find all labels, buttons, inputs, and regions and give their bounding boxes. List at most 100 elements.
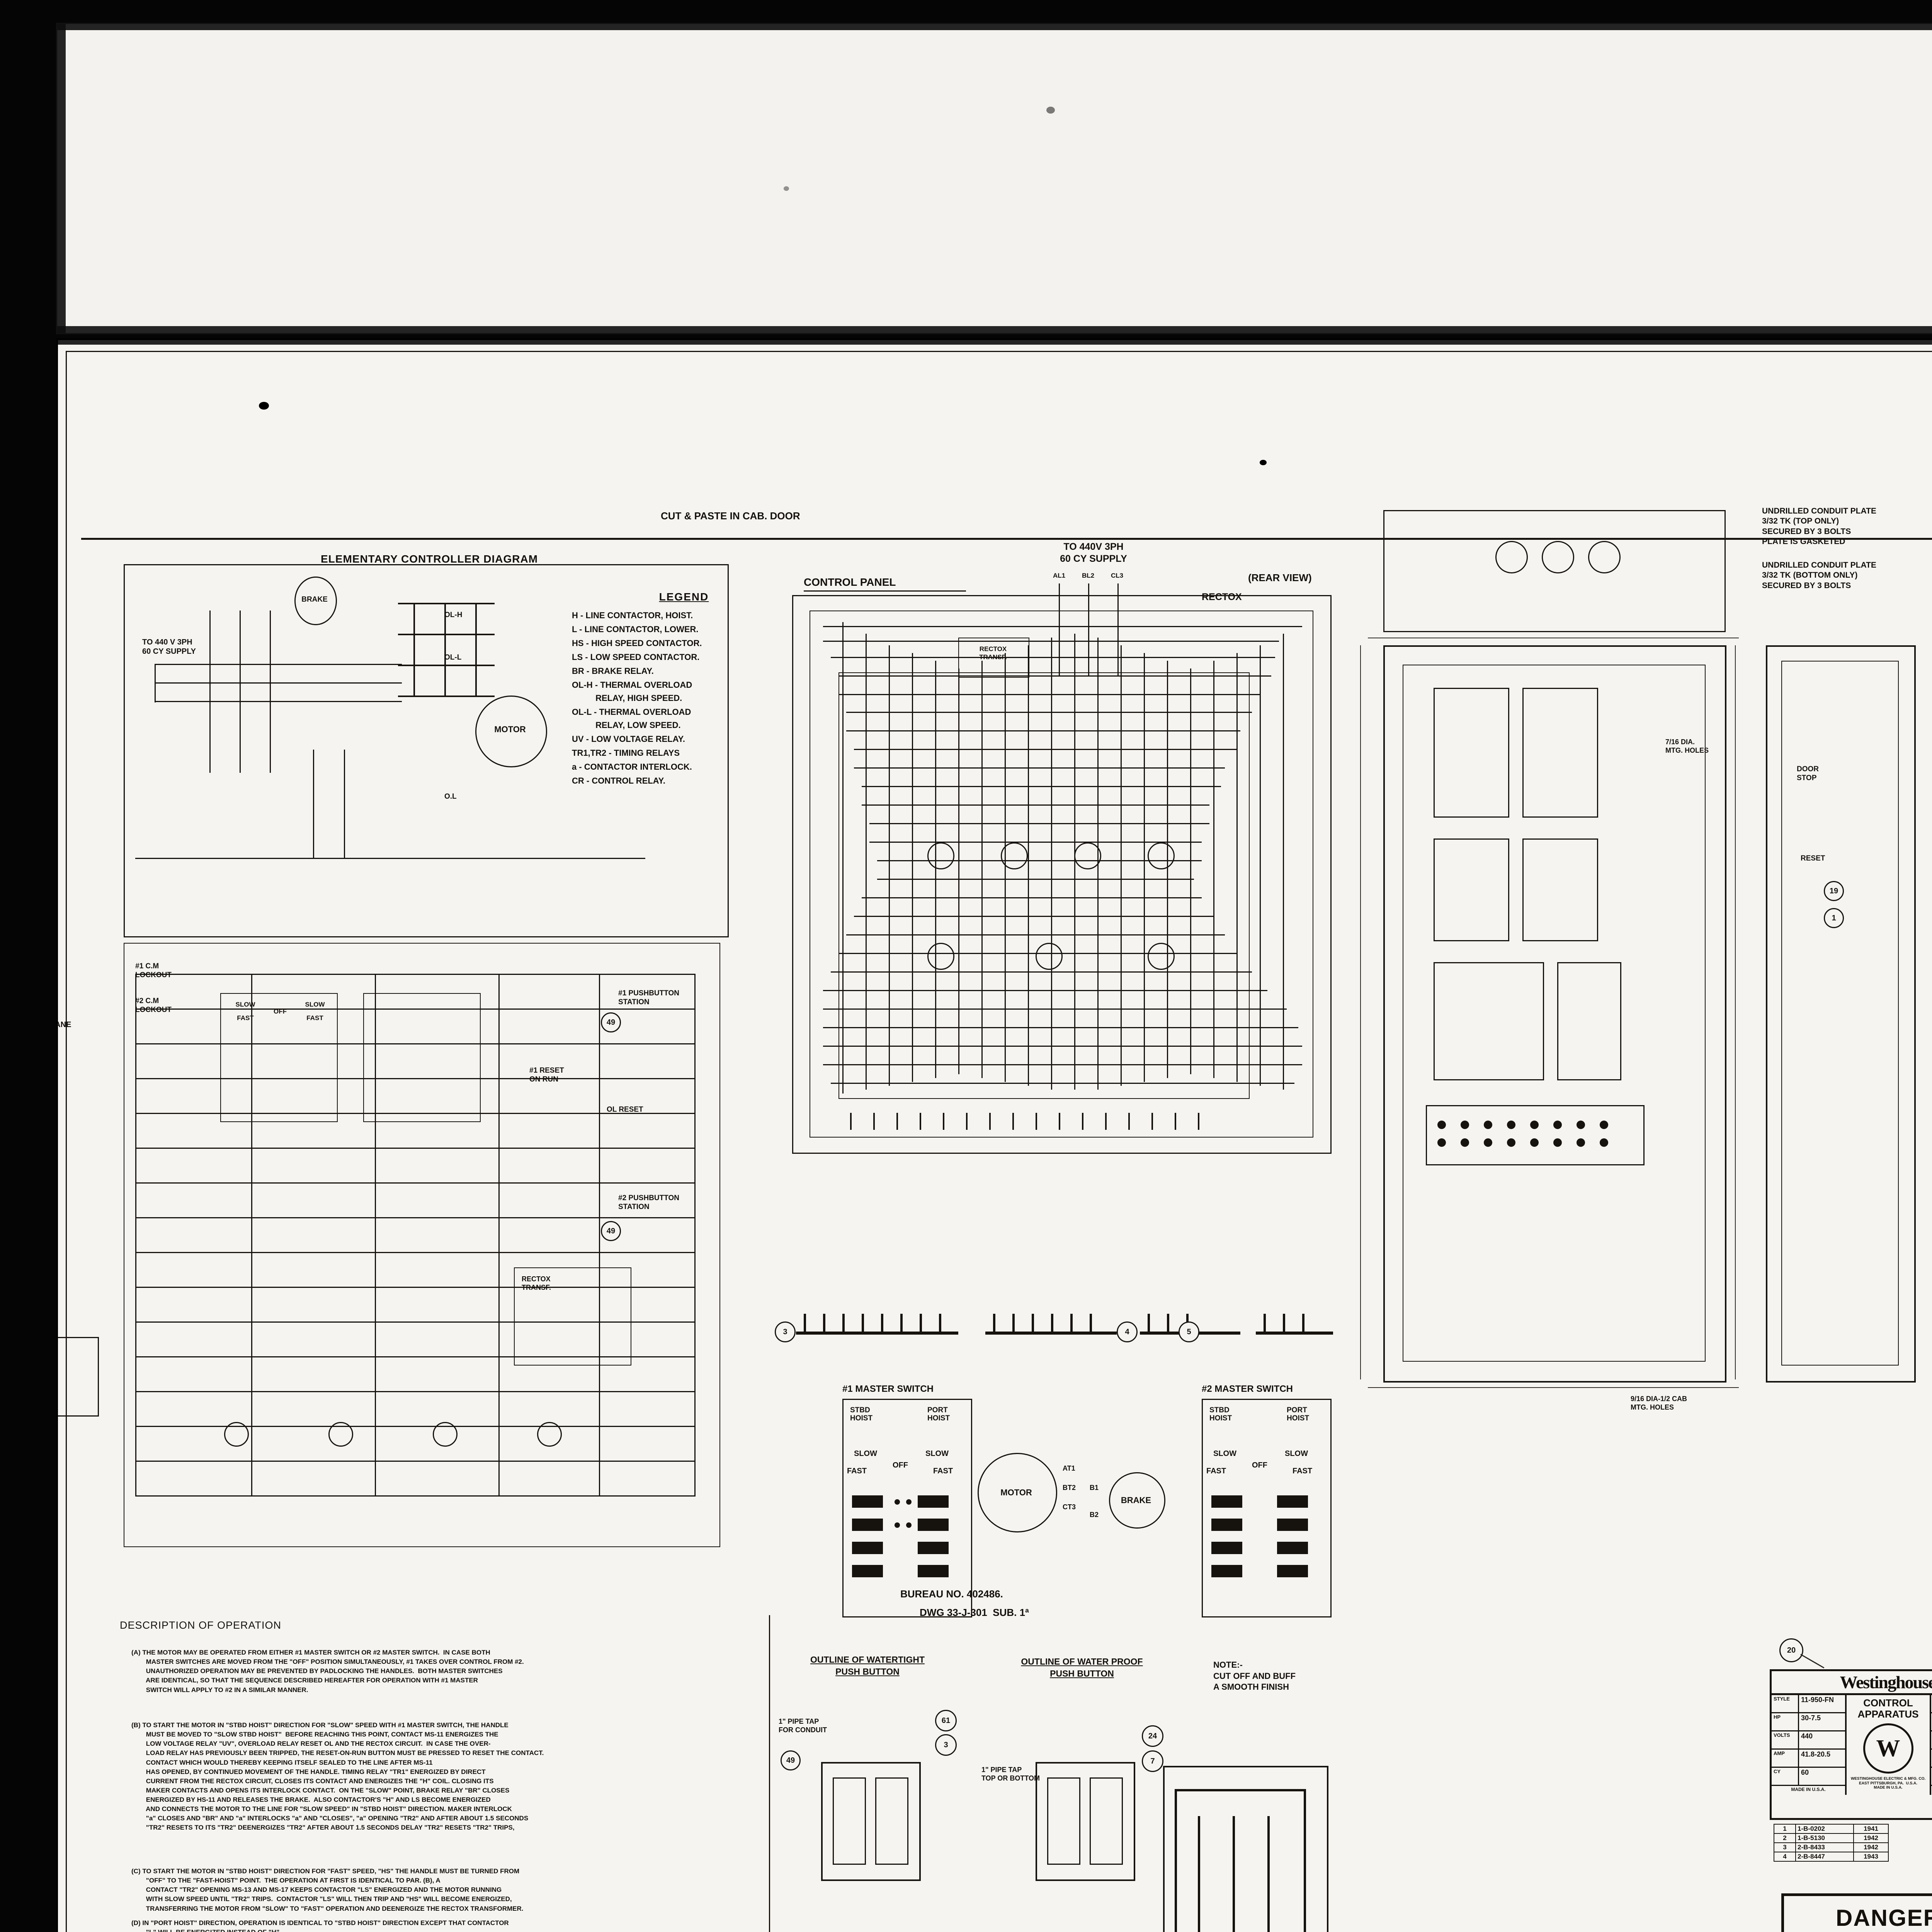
legend-item: OL-L - THERMAL OVERLOAD: [572, 707, 691, 717]
terminal-CL3: CL3: [1111, 572, 1124, 579]
brake-label-elem: BRAKE: [301, 595, 328, 604]
lockout-2-label: #2 C.M LOCKOUT: [135, 997, 172, 1014]
dia-cab-holes-note: 9/16 DIA-1/2 CAB MTG. HOLES: [1631, 1395, 1687, 1411]
off-label: OFF: [1252, 1461, 1267, 1469]
ol-l-label: OL-L: [444, 653, 462, 662]
pipe-tap-conduit-note: 1" PIPE TAP FOR CONDUIT: [779, 1718, 827, 1734]
balloon-reference: 3: [935, 1734, 957, 1756]
legend-item: HS - HIGH SPEED CONTACTOR.: [572, 638, 702, 648]
off-label: OFF: [274, 1008, 287, 1015]
watertight-pb-detail: [875, 1777, 908, 1865]
door-stop-label: DOOR STOP: [1797, 765, 1819, 782]
control-panel-core: [838, 672, 1250, 1099]
westinghouse-brand: Westinghouse: [1772, 1671, 1932, 1695]
ms-motor-symbol: [978, 1453, 1057, 1532]
ol-label: O.L: [444, 793, 457, 801]
watertight-pb-front-view: [821, 1762, 921, 1881]
conduit-plate-top-note: UNDRILLED CONDUIT PLATE 3/32 TK (TOP ONL…: [1762, 507, 1876, 546]
master-switch-2-title: #2 MASTER SWITCH: [1202, 1384, 1293, 1394]
balloon-reference: 19: [1824, 881, 1844, 901]
description-paragraph: (C) TO START THE MOTOR IN "STBD HOIST" D…: [131, 1867, 524, 1912]
balloon-reference: 20: [1779, 1638, 1803, 1662]
balloon-reference: 24: [1142, 1725, 1163, 1747]
terminal-board: [1426, 1105, 1645, 1165]
terminal-board-studs: [1434, 1113, 1634, 1155]
rectox-label: RECTOX: [1202, 592, 1242, 602]
ms-brake-symbol: [1109, 1472, 1165, 1529]
danger-line-1: DANGER: [1835, 1905, 1932, 1931]
panel-coil-symbol: [1036, 943, 1063, 970]
elementary-diagram-title: ELEMENTARY CONTROLLER DIAGRAM: [321, 553, 538, 565]
westinghouse-w-logo: W: [1863, 1723, 1913, 1774]
ms2-ladder-block: [363, 993, 481, 1122]
balloon-reference: 49: [601, 1221, 621, 1241]
description-paragraph: (D) IN "PORT HOIST" DIRECTION, OPERATION…: [131, 1919, 509, 1932]
mounted-relay: [1522, 838, 1598, 941]
terminal-AL1: AL1: [1053, 572, 1066, 579]
panel-wiring-vertical: [815, 611, 1314, 1132]
mounted-relay: [1434, 838, 1509, 941]
left-edge-text: LANE: [58, 1020, 71, 1029]
fast-label: FAST: [1293, 1467, 1313, 1475]
cabinet-rear-inner: [1403, 665, 1706, 1362]
legend-item: TR1,TR2 - TIMING RELAYS: [572, 748, 680, 758]
reset-label: RESET: [1801, 854, 1825, 862]
elementary-diagram-frame: [124, 564, 729, 937]
description-paragraph: (B) TO START THE MOTOR IN "STBD HOIST" D…: [131, 1721, 544, 1832]
conduit-hole: [1542, 541, 1574, 573]
fast-label: FAST: [1206, 1467, 1226, 1475]
np-footer: WESTINGHOUSE ELECTRIC & MFG. CO. EAST PI…: [1850, 1777, 1926, 1790]
danger-line-2: 440 VOLTS: [1825, 1930, 1932, 1932]
np-cy-value: 60: [1801, 1769, 1809, 1776]
legend-item: OL-H - THERMAL OVERLOAD: [572, 680, 692, 690]
slow-label: SLOW: [305, 1001, 325, 1008]
ms1-ladder-block: [220, 993, 338, 1122]
cabinet-door-view: [1766, 645, 1916, 1383]
legend-item: UV - LOW VOLTAGE RELAY.: [572, 734, 685, 744]
panel-coil-symbol: [927, 943, 954, 970]
terminal-CT3: CT3: [1063, 1503, 1076, 1511]
waterproof-pb-detail: [1047, 1777, 1080, 1865]
balloon-reference: 5: [1179, 1321, 1199, 1342]
control-panel-title: CONTROL PANEL: [804, 576, 896, 588]
bureau-no-label: BUREAU NO. 402486.: [900, 1588, 1003, 1600]
dia-mtg-holes-note: 7/16 DIA. MTG. HOLES: [1665, 738, 1709, 754]
door-gasket-inner: [1781, 661, 1899, 1366]
waterproof-pb-detail: [1090, 1777, 1123, 1865]
balloon-reference: 3: [775, 1321, 796, 1342]
conduit-plate-bottom-note: UNDRILLED CONDUIT PLATE 3/32 TK (BOTTOM …: [1762, 561, 1876, 590]
ms1-contact-ladder: [848, 1495, 964, 1611]
watertight-pb-detail: [833, 1777, 866, 1865]
rectox-transformer-block: [958, 638, 1029, 678]
motor-label-ms: MOTOR: [1000, 1488, 1032, 1497]
legend-item: BR - BRAKE RELAY.: [572, 666, 654, 676]
pipe-tap-top-bottom-note: 1" PIPE TAP TOP OR BOTTOM: [981, 1766, 1040, 1782]
left-edge-fragment: [58, 1337, 99, 1417]
terminal-BL2: BL2: [1082, 572, 1095, 579]
description-paragraph: (A) THE MOTOR MAY BE OPERATED FROM EITHE…: [131, 1649, 524, 1694]
supply-note-top: TO 440V 3PH 60 CY SUPPLY: [1060, 541, 1127, 564]
motor-symbol: [475, 696, 547, 767]
panel-coil-symbol: [1074, 842, 1101, 869]
legend-heading: LEGEND: [659, 591, 709, 603]
balloon-reference: 49: [781, 1750, 801, 1770]
balloon-reference: 7: [1142, 1750, 1163, 1772]
mounted-resistor: [1557, 962, 1621, 1080]
legend-item: RELAY, HIGH SPEED.: [572, 693, 682, 703]
port-hoist-label: PORT HOIST: [1287, 1406, 1310, 1422]
panel-coil-symbol: [1148, 842, 1175, 869]
cabinet-rear-view: [1383, 645, 1726, 1383]
pushbutton-station-2-label: #2 PUSHBUTTON STATION: [618, 1194, 680, 1211]
control-panel-outer: [792, 595, 1332, 1154]
ladder-coil: [224, 1422, 249, 1447]
legend-item: H - LINE CONTACTOR, HOIST.: [572, 611, 693, 620]
np-amp-value: 41.8-20.5: [1801, 1750, 1831, 1758]
terminal-AT1: AT1: [1063, 1464, 1075, 1472]
ol-reset-label: OL RESET: [607, 1105, 643, 1114]
conduit-hole: [1495, 541, 1528, 573]
danger-plate: DANGER 440 VOLTS: [1781, 1893, 1932, 1932]
panel-coil-symbol: [1001, 842, 1028, 869]
outline-waterproof-title: OUTLINE OF WATER PROOF PUSH BUTTON: [1021, 1656, 1143, 1679]
